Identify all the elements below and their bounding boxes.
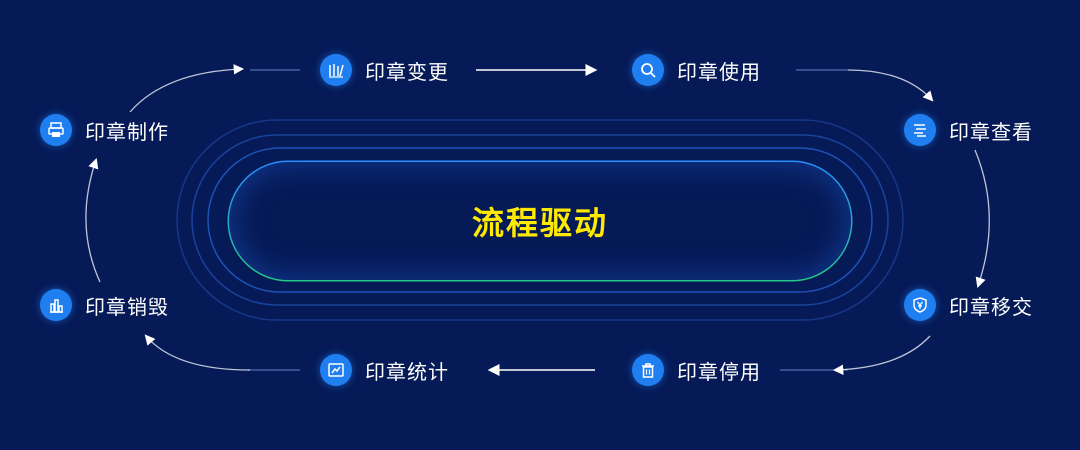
chart-edit-icon [320, 354, 352, 386]
center-pill: 流程驱动 [229, 162, 851, 280]
node-label: 印章停用 [677, 359, 761, 384]
node-label: 印章移交 [949, 294, 1033, 319]
node-label: 印章制作 [85, 119, 169, 144]
shield-yen-icon [904, 289, 936, 321]
node-label: 印章变更 [365, 59, 449, 84]
bar-chart-icon [40, 289, 72, 321]
arrow-destroy-to-make [85, 158, 101, 283]
arrow-transfer-to-disable [832, 335, 931, 375]
center-title: 流程驱动 [471, 204, 608, 242]
document-list-icon [904, 114, 936, 146]
node-label: 印章查看 [949, 119, 1033, 144]
printer-icon [40, 114, 72, 146]
node-seal-make[interactable]: 印章制作 [40, 114, 169, 146]
trash-icon [632, 354, 664, 386]
arrow-view-to-transfer [974, 149, 990, 288]
arrow-use-to-view [847, 69, 934, 102]
node-seal-disable[interactable]: 印章停用 [632, 354, 761, 386]
arrow-stats-to-destroy [144, 334, 251, 371]
node-seal-change[interactable]: 印章变更 [320, 54, 449, 86]
edit-lines-icon [320, 54, 352, 86]
node-seal-transfer[interactable]: 印章移交 [904, 289, 1033, 321]
node-seal-view[interactable]: 印章查看 [904, 114, 1033, 146]
arrow-make-to-change [129, 64, 245, 113]
node-label: 印章销毁 [85, 294, 169, 319]
search-icon [632, 54, 664, 86]
node-seal-destroy[interactable]: 印章销毁 [40, 289, 169, 321]
node-seal-use[interactable]: 印章使用 [632, 54, 761, 86]
node-label: 印章使用 [677, 59, 761, 84]
node-label: 印章统计 [365, 359, 449, 384]
node-seal-stats[interactable]: 印章统计 [320, 354, 449, 386]
